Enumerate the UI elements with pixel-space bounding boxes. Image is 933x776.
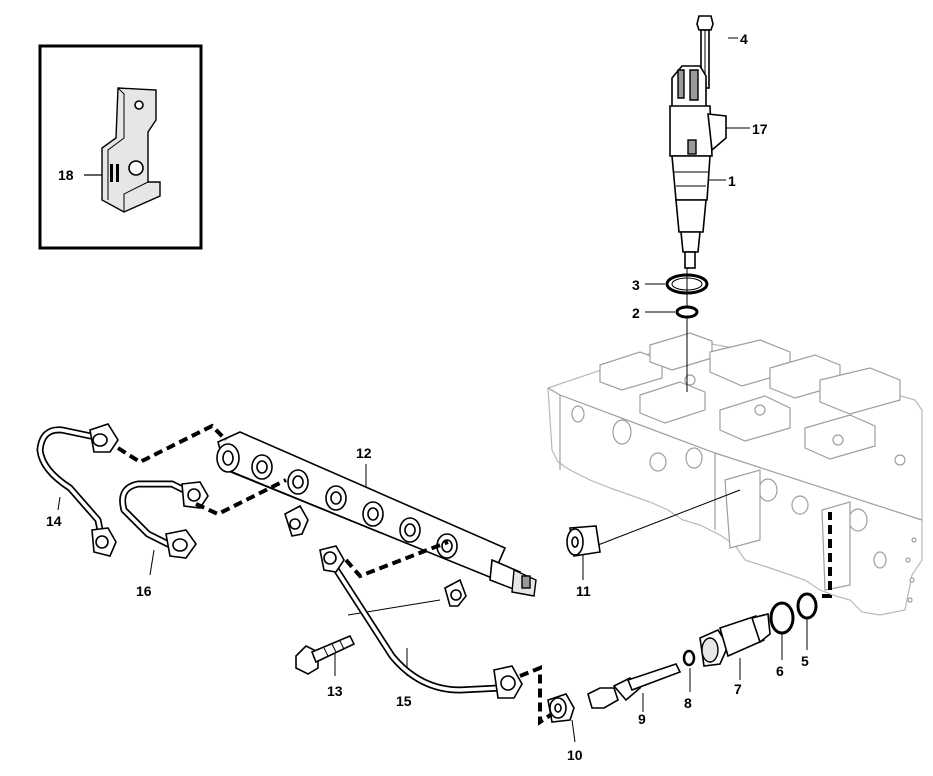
seal-2 bbox=[675, 305, 699, 319]
callout-16: 16 bbox=[136, 583, 152, 599]
dashed-connections bbox=[116, 423, 832, 726]
ring-6 bbox=[769, 601, 795, 635]
pipe-14 bbox=[36, 423, 119, 557]
callout-15: 15 bbox=[396, 693, 412, 709]
callout-7: 7 bbox=[734, 681, 742, 697]
cylinder-head bbox=[547, 332, 923, 616]
ring-5 bbox=[796, 592, 818, 620]
callout-5: 5 bbox=[801, 653, 809, 669]
callout-9: 9 bbox=[638, 711, 646, 727]
callout-2: 2 bbox=[632, 305, 640, 321]
callout-4: 4 bbox=[740, 31, 748, 47]
injector-1 bbox=[669, 65, 727, 269]
callout-8: 8 bbox=[684, 695, 692, 711]
callout-18: 18 bbox=[58, 167, 74, 183]
pipe-15 bbox=[319, 545, 523, 699]
washer-3 bbox=[665, 273, 709, 295]
o-ring-8 bbox=[682, 649, 696, 667]
inset-box: 18 bbox=[38, 44, 203, 250]
pipe-16 bbox=[119, 480, 209, 559]
spacer-11 bbox=[566, 525, 601, 557]
connector-9 bbox=[587, 663, 682, 709]
callout-1: 1 bbox=[728, 173, 736, 189]
callout-12: 12 bbox=[356, 445, 372, 461]
callout-6: 6 bbox=[776, 663, 784, 679]
callout-11: 11 bbox=[576, 583, 591, 599]
fuel-rail-12 bbox=[216, 431, 537, 607]
callout-3: 3 bbox=[632, 277, 640, 293]
rail-port bbox=[216, 443, 240, 473]
callout-10: 10 bbox=[567, 747, 583, 763]
bolt-13 bbox=[295, 634, 356, 675]
callout-13: 13 bbox=[327, 683, 343, 699]
leader-lines bbox=[57, 37, 808, 743]
callout-14: 14 bbox=[46, 513, 62, 529]
nut-10 bbox=[547, 693, 575, 723]
bracket-18 bbox=[101, 87, 161, 213]
fitting-7 bbox=[699, 612, 771, 667]
callout-17: 17 bbox=[752, 121, 768, 137]
